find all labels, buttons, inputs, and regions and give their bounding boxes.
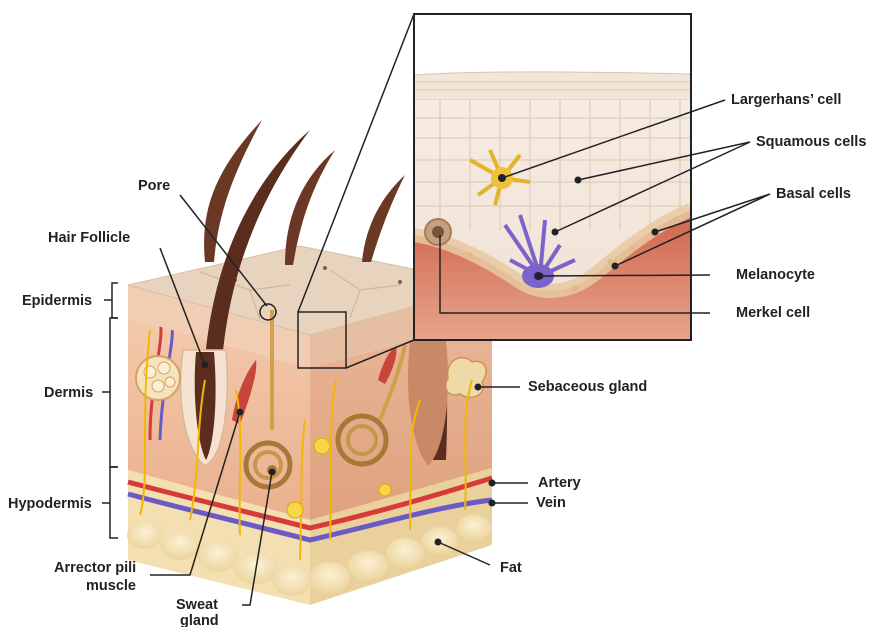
label-pore: Pore [138,178,170,194]
label-arrector-pili-line1: Arrector pili [54,560,136,576]
merkel-cell-icon [425,219,451,245]
label-dermis: Dermis [44,385,93,401]
label-squamous: Squamous cells [756,134,866,150]
sebaceous-gland-left [136,356,180,400]
label-arrector-pili-line2: muscle [86,578,136,594]
label-sweat-gland-line1: Sweat [176,597,218,613]
label-vein: Vein [536,495,566,511]
label-sebaceous: Sebaceous gland [528,379,647,395]
label-melanocyte: Melanocyte [736,267,815,283]
label-fat: Fat [500,560,522,576]
label-merkel: Merkel cell [736,305,810,321]
label-epidermis: Epidermis [22,293,92,309]
label-sweat-gland-line2: gland [180,613,219,627]
label-hair-follicle: Hair Follicle [48,230,130,246]
label-hypodermis: Hypodermis [8,496,92,512]
label-artery: Artery [538,475,581,491]
sebaceous-gland-right [446,358,486,398]
label-langerhans: Largerhans’ cell [731,92,841,108]
label-basal: Basal cells [776,186,851,202]
pacinian-corpuscle [314,438,330,454]
magnified-epidermis-inset [414,14,691,340]
